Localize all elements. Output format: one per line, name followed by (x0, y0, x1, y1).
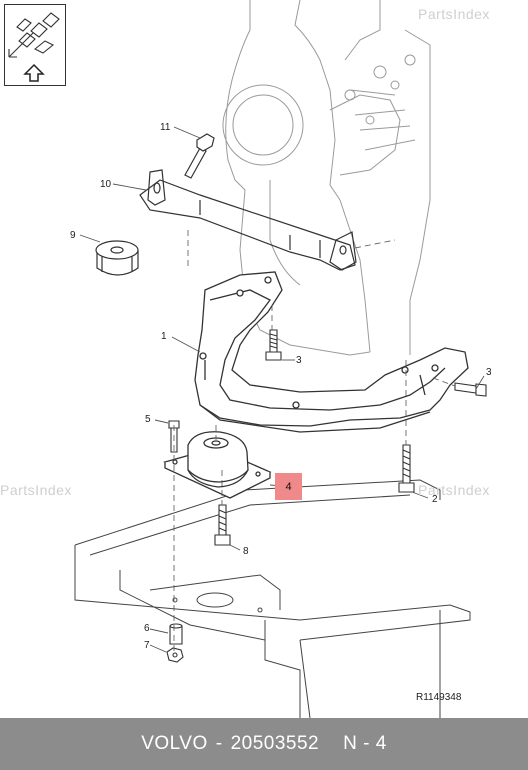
callout-5: 5 (145, 414, 151, 425)
callout-4-highlight[interactable]: 4 (275, 473, 302, 500)
callout-6: 6 (144, 623, 150, 634)
diagram-thumbnail-icon (8, 12, 60, 58)
torque-rod (139, 169, 357, 271)
watermark-left: PartsIndex (0, 482, 72, 498)
footer-part-number: 20503552 (230, 733, 320, 754)
parts-diagram (74, 0, 487, 718)
footer-brand: VOLVO (141, 733, 208, 754)
spacer-6 (169, 623, 183, 645)
engine-mount-4 (163, 431, 272, 499)
bolt-3-right (454, 382, 487, 397)
assembly-lines (173, 230, 456, 655)
footer-position-code: N - 4 (343, 733, 387, 754)
callout-11: 11 (160, 122, 171, 133)
callout-4: 4 (285, 480, 292, 493)
watermark-right: PartsIndex (418, 482, 490, 498)
footer-dash: - (215, 733, 223, 754)
leader-lines (79, 126, 485, 653)
callout-3-right: 3 (486, 367, 492, 378)
vehicle-floor (74, 479, 471, 718)
callout-10: 10 (100, 179, 112, 190)
view-up-arrow-icon[interactable] (23, 63, 45, 83)
reference-code: R1149348 (416, 692, 462, 703)
subframe-crossmember (194, 271, 469, 433)
bolt-11 (184, 133, 215, 179)
callout-2: 2 (432, 494, 438, 505)
bolt-2 (398, 444, 415, 493)
bolt-3-upper (265, 329, 282, 361)
watermark-top: PartsIndex (418, 6, 490, 22)
footer-bar: VOLVO - 20503552 N - 4 (0, 718, 528, 770)
callout-1: 1 (161, 331, 167, 342)
callout-3-upper: 3 (296, 355, 302, 366)
bushing-9 (95, 240, 139, 276)
callout-7: 7 (144, 640, 150, 651)
navigation-box[interactable] (4, 4, 66, 86)
nut-7 (166, 647, 184, 663)
bolt-8 (214, 504, 231, 546)
callout-8: 8 (243, 546, 249, 557)
callout-9: 9 (70, 230, 76, 241)
